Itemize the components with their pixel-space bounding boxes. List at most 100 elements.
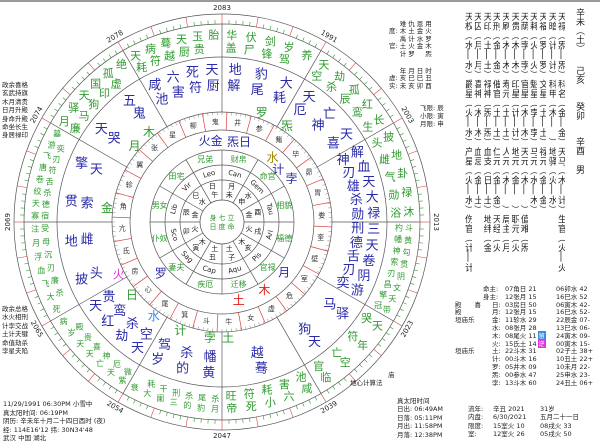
mansion-divider	[112, 216, 131, 219]
tick-mark	[185, 17, 188, 28]
center-label: 命	[228, 222, 235, 231]
star-green: 亡	[96, 358, 104, 368]
star-green: 咸	[301, 382, 312, 395]
palace-label: 男女	[152, 200, 168, 210]
star-blue: 解	[227, 79, 240, 94]
tick-mark	[294, 300, 297, 304]
tick-mark	[269, 25, 272, 30]
tropical-position: 12张月 15	[505, 308, 537, 317]
tick-mark	[172, 25, 175, 30]
tick-mark	[117, 393, 124, 403]
tick-mark	[193, 418, 195, 423]
tick-mark	[312, 162, 315, 165]
tick-mark	[240, 113, 242, 117]
branch-label: 日	[209, 182, 216, 190]
window-top-border	[0, 0, 600, 2]
tick-mark	[308, 40, 311, 45]
star-green: 天	[388, 295, 396, 304]
mansion-divider	[132, 275, 148, 287]
tick-mark	[402, 302, 407, 305]
tick-mark	[327, 240, 331, 242]
planet-glyph: 土	[233, 293, 245, 307]
star-blue: 解	[351, 145, 364, 160]
tropical-position: 00参水 47	[505, 370, 537, 379]
cell: 火	[408, 42, 415, 51]
tick-mark	[275, 126, 278, 130]
star-green: 六	[284, 390, 295, 403]
lunar-date: 阴历: 辛未年十月二十四日酉时 (夜)	[3, 417, 106, 426]
tick-mark	[302, 37, 305, 42]
star-green: 头	[372, 137, 383, 150]
branch-label: 火	[191, 225, 198, 233]
note: 政余总格	[2, 305, 28, 313]
tick-mark	[271, 316, 273, 320]
tick-mark	[385, 332, 390, 336]
retro-badge: 留	[537, 330, 546, 340]
tick-mark	[50, 326, 55, 330]
tick-mark	[249, 418, 251, 423]
tick-mark	[249, 325, 251, 329]
star-green: 德	[42, 199, 50, 209]
branch-label: 火	[246, 225, 253, 233]
palace-label: 相貌	[276, 200, 292, 210]
star-blue: 阴	[357, 269, 370, 284]
tick-mark	[117, 188, 121, 191]
tick-mark	[249, 21, 251, 26]
tick-mark	[158, 131, 161, 135]
tick-mark	[244, 326, 247, 330]
tick-mark	[283, 131, 286, 135]
star-green: 天	[318, 59, 329, 72]
star-green: 耗	[136, 61, 147, 74]
tropical-position: 11轸水 29	[505, 316, 537, 325]
tick-mark	[120, 262, 124, 265]
tick-mark	[316, 271, 320, 273]
tick-mark	[303, 290, 307, 293]
flow-value: 31岁	[540, 405, 555, 413]
star-blue: 天	[131, 341, 144, 356]
sidereal-position: 00寅木 15-	[556, 339, 590, 348]
star-green: 卷	[36, 174, 44, 184]
star-green: 月	[211, 404, 219, 413]
cell: 水	[416, 34, 424, 43]
star-blue: 擎	[75, 156, 88, 171]
tick-mark	[62, 343, 67, 347]
cell: 亥	[399, 74, 407, 83]
star-blue: 狗	[298, 322, 311, 337]
birth-place: 武汉 中国 湖北	[3, 434, 47, 443]
tick-mark	[410, 282, 415, 285]
mansion-divider	[178, 120, 187, 138]
tick-mark	[407, 150, 418, 155]
mansion-label: 尾	[162, 300, 169, 308]
tick-mark	[410, 159, 415, 162]
zodiac-sign: Pis	[251, 251, 264, 264]
tick-mark	[113, 240, 117, 242]
star-blue: 杀	[350, 193, 363, 208]
star-green: 天	[86, 350, 94, 359]
star-blue: 岁	[151, 352, 164, 367]
tick-mark	[140, 147, 144, 150]
branch-label: 土	[226, 244, 233, 253]
tick-mark	[318, 175, 322, 177]
tick-mark	[415, 179, 420, 182]
tick-mark	[382, 338, 386, 341]
flow-key: 流年:	[468, 405, 484, 413]
tick-mark	[151, 137, 154, 141]
star-green: 贵	[84, 332, 92, 342]
tick-mark	[279, 312, 282, 315]
star-green: 气	[385, 169, 396, 183]
tick-mark	[312, 279, 315, 282]
tick-mark	[308, 399, 311, 404]
star-blue: 天	[366, 238, 379, 253]
cell: 罗	[425, 34, 432, 43]
tick-mark	[179, 24, 182, 29]
star-blue: 勋	[351, 207, 364, 222]
star-green: 地	[391, 148, 402, 161]
flow-value: 05戌火 50	[540, 430, 572, 439]
tick-mark	[40, 308, 45, 311]
tick-mark	[140, 294, 144, 297]
tick-mark	[290, 303, 293, 307]
ruler-table: 难仇恩用 度:木土金火 禹计水罗 官:土火金木 计罗炁 年月日时 虚:亥巳巳丑 …	[388, 20, 433, 90]
star-green: 耗	[262, 384, 273, 397]
year-label: 1991	[319, 29, 338, 45]
